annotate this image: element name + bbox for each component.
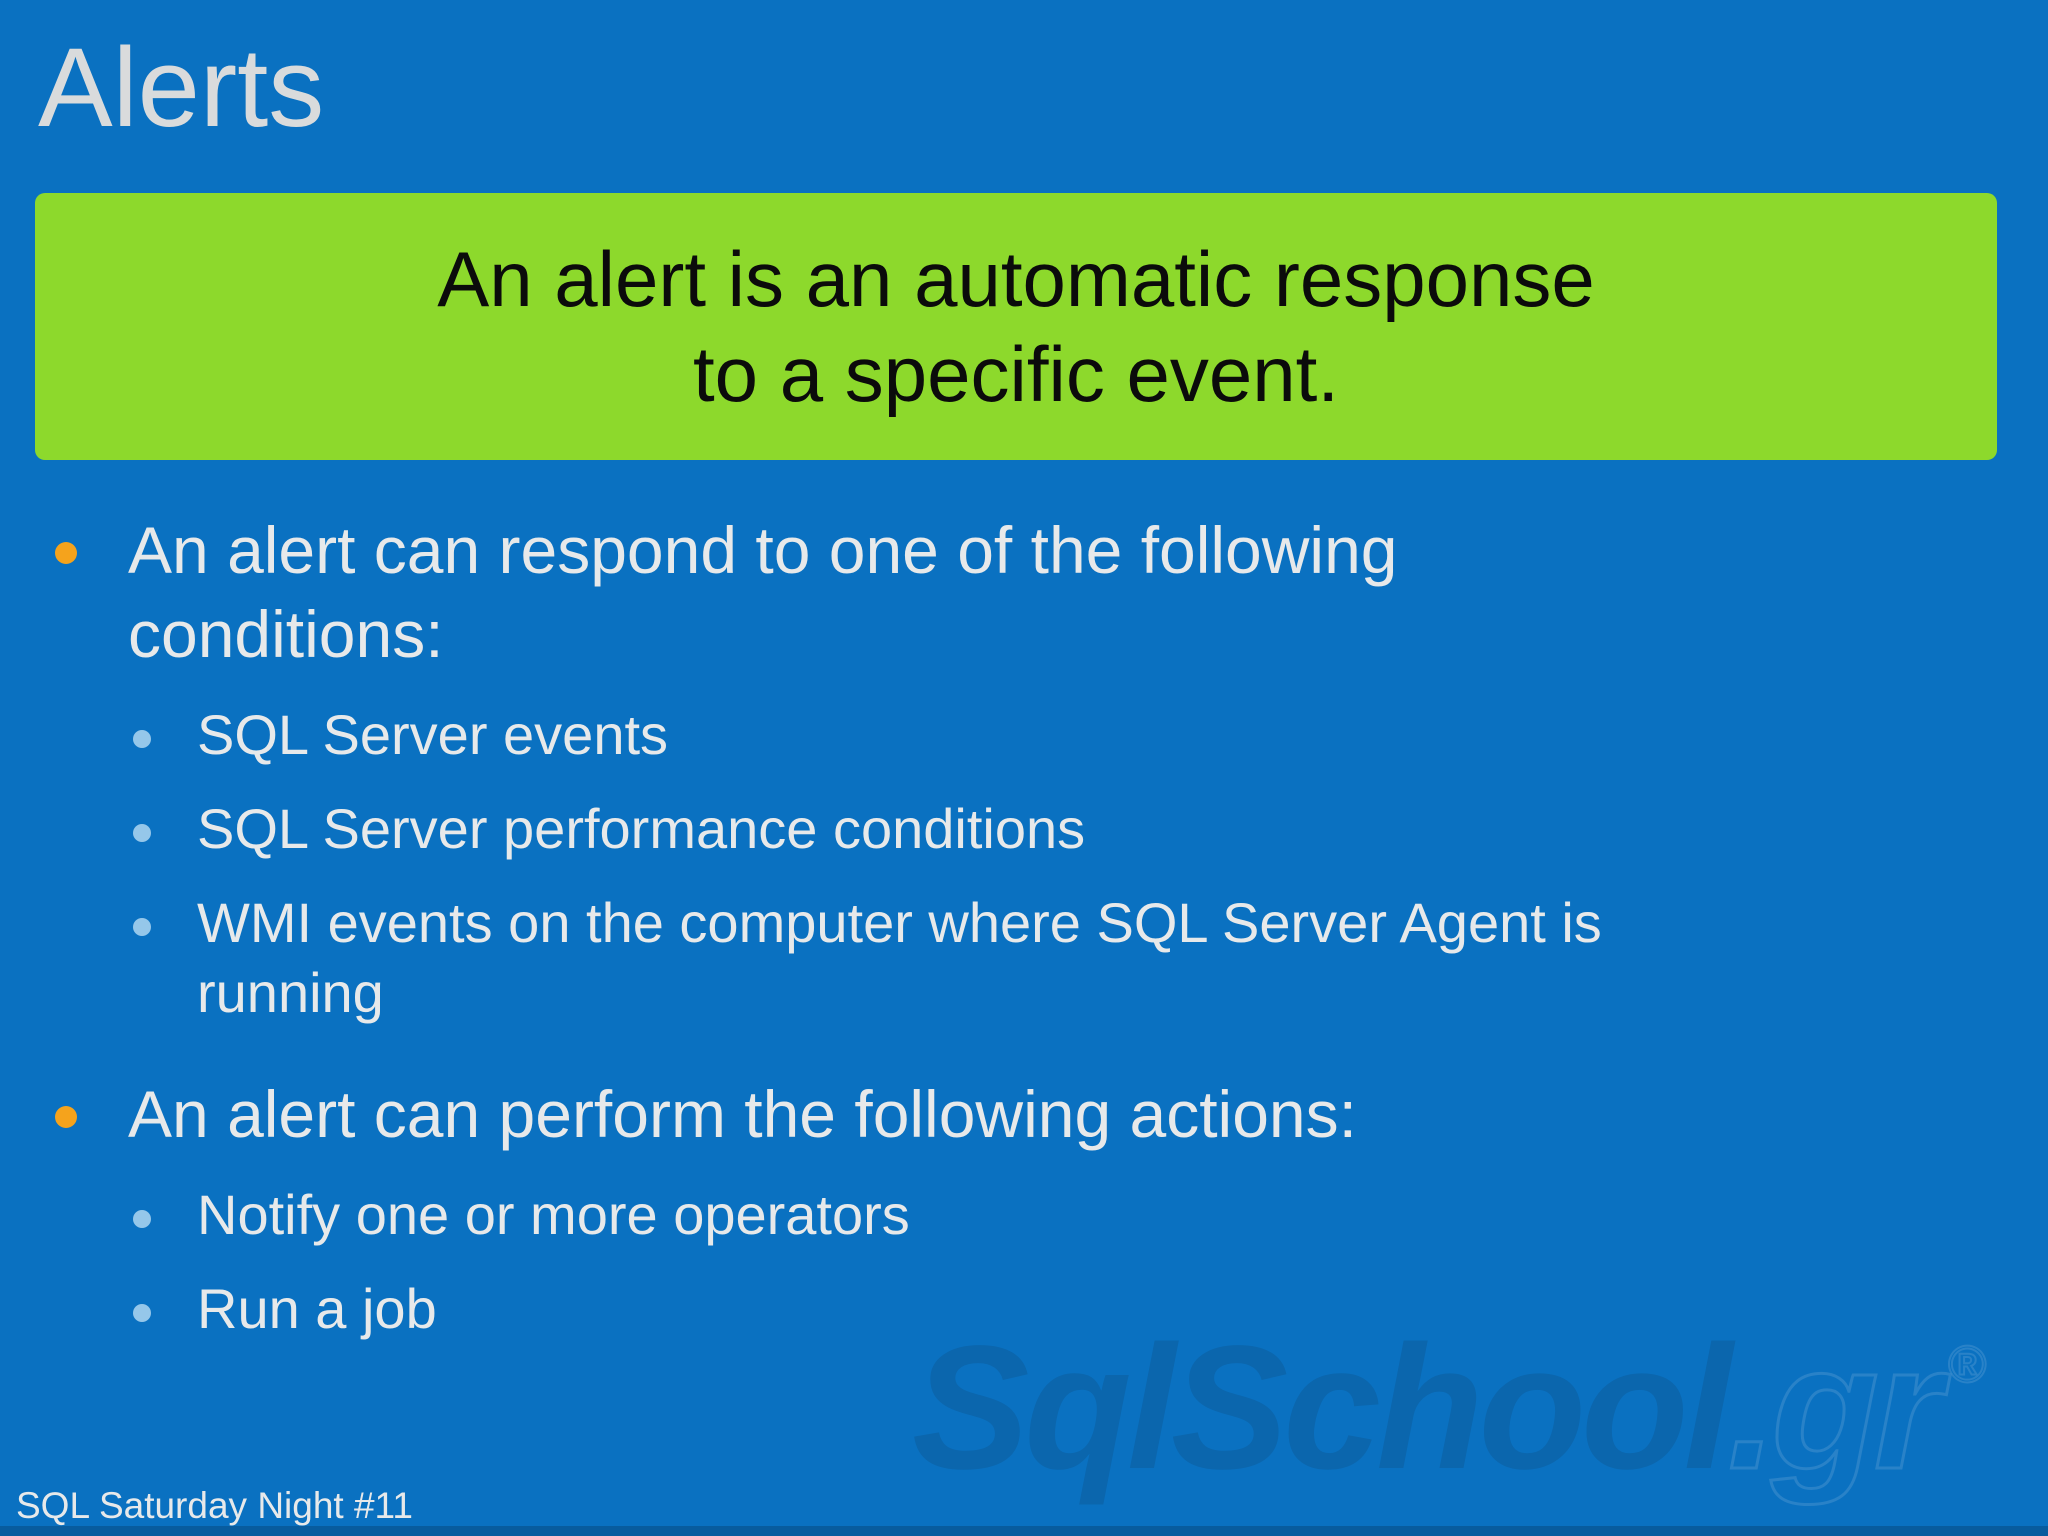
sub-bullet-run-a-job: Run a job <box>0 1274 2048 1344</box>
sub-bullet-text: Notify one or more operators <box>197 1180 910 1250</box>
watermark-brand-text: SqlSchool <box>912 1310 1732 1506</box>
bullet-text-line: conditions: <box>128 597 444 671</box>
callout-text-line-2: to a specific event. <box>692 329 1339 418</box>
bullet-text-line: An alert can perform the following actio… <box>128 1077 1357 1151</box>
sub-bullet-text-line: Notify one or more operators <box>197 1183 910 1246</box>
sub-bullet-performance-conditions: SQL Server performance conditions <box>0 794 2048 864</box>
sub-bullet-text-line: Run a job <box>197 1277 437 1340</box>
bottom-edge-strip <box>0 1526 2048 1536</box>
registered-trademark-icon: ® <box>1946 1336 1986 1394</box>
sub-bullet-text: SQL Server events <box>197 700 668 770</box>
sub-bullet-dot-icon <box>133 918 151 936</box>
slide-title: Alerts <box>38 25 325 150</box>
bullet-text: An alert can perform the following actio… <box>128 1072 1357 1156</box>
bullet-item-actions: An alert can perform the following actio… <box>0 1072 2048 1156</box>
bullet-text-line: An alert can respond to one of the follo… <box>128 513 1398 587</box>
bullet-text: An alert can respond to one of the follo… <box>128 508 1398 676</box>
bullet-item-conditions: An alert can respond to one of the follo… <box>0 508 2048 676</box>
sub-bullet-text-line: running <box>197 961 384 1024</box>
footer-text: SQL Saturday Night #11 <box>16 1485 413 1526</box>
sub-bullet-dot-icon <box>133 730 151 748</box>
definition-callout: An alert is an automatic response to a s… <box>35 193 1997 460</box>
sub-bullet-text-line: SQL Server events <box>197 703 669 766</box>
bullet-dot-icon <box>55 1106 77 1128</box>
sub-bullet-text: Run a job <box>197 1274 437 1344</box>
sub-bullet-text-line: SQL Server performance conditions <box>197 797 1086 860</box>
sub-bullet-text: SQL Server performance conditions <box>197 794 1085 864</box>
sub-bullet-text-line: WMI events on the computer where SQL Ser… <box>197 891 1602 954</box>
sub-bullet-wmi-events: WMI events on the computer where SQL Ser… <box>0 888 2048 1028</box>
sub-bullet-notify-operators: Notify one or more operators <box>0 1180 2048 1250</box>
bullet-dot-icon <box>55 542 77 564</box>
sub-bullet-dot-icon <box>133 1304 151 1322</box>
watermark-domain-text: .gr <box>1726 1310 1944 1506</box>
sub-bullet-sql-events: SQL Server events <box>0 700 2048 770</box>
sub-bullet-dot-icon <box>133 1210 151 1228</box>
sub-bullet-dot-icon <box>133 824 151 842</box>
sub-bullet-text: WMI events on the computer where SQL Ser… <box>197 888 1602 1028</box>
bullet-list: An alert can respond to one of the follo… <box>0 508 2048 1344</box>
callout-text-line-1: An alert is an automatic response <box>437 234 1595 323</box>
watermark: SqlSchool.gr® <box>912 1319 1987 1498</box>
